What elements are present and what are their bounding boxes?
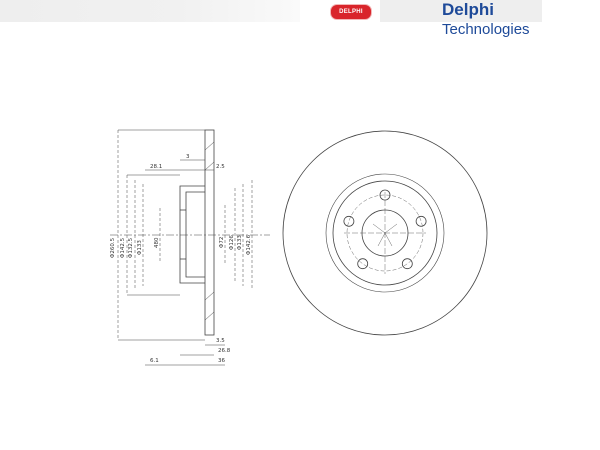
dim-dia-9: Φ142.6	[246, 234, 252, 255]
dim-dia-8: Φ133	[237, 235, 243, 250]
friction-ring-inner	[325, 173, 445, 293]
dim-bottom-2: 26.8	[218, 348, 231, 354]
dim-bottom-3: 6.1	[150, 358, 159, 364]
disc-side-view	[110, 129, 270, 366]
bolt-circle	[346, 194, 424, 272]
plate-hatching	[204, 141, 215, 321]
bolt-hole	[343, 215, 355, 227]
side-view-dimensions: 28.1 3 2.5 Φ260.5 Φ142.5 Φ132.5 Φ133 480…	[110, 154, 252, 364]
hub-hat-edge	[332, 180, 438, 286]
dim-bottom-4: 36	[218, 358, 225, 364]
dim-dia-2: Φ142.5	[120, 237, 126, 258]
hub-hat-outline	[179, 185, 205, 284]
brand-badge-text: DELPHI	[339, 9, 363, 15]
center-ticks	[372, 223, 398, 247]
banner-stripe-right	[380, 0, 542, 22]
leader-lines	[118, 129, 225, 366]
brand-badge: DELPHI	[330, 4, 372, 20]
dim-dia-3: Φ132.5	[128, 237, 134, 258]
dim-dia-5: 480	[154, 237, 160, 248]
disc-outer-edge	[282, 130, 488, 336]
bolt-hole	[401, 258, 413, 270]
dim-dia-4: Φ133	[137, 240, 143, 255]
brand-subtitle: Technologies	[442, 21, 530, 38]
bolt-holes	[343, 189, 427, 270]
header-banner: DELPHI Delphi Technologies	[0, 0, 600, 40]
dimension-lines-left	[117, 130, 161, 340]
dim-dia-7: Φ126	[229, 235, 235, 250]
dim-dia-6: Φ72	[219, 237, 225, 248]
banner-stripe-left	[0, 0, 300, 22]
disc-front-view	[282, 130, 488, 336]
dim-top-1: 28.1	[150, 164, 162, 170]
dimension-lines-right	[224, 180, 253, 290]
dim-top-2: 3	[186, 154, 190, 160]
delphi-logo: Delphi Technologies	[442, 0, 530, 38]
brand-name: Delphi	[442, 0, 494, 19]
dim-top-3: 2.5	[216, 164, 225, 170]
bolt-hole	[415, 215, 427, 227]
dim-bottom-1: 3.5	[216, 338, 225, 344]
hub-hat-inner	[185, 191, 205, 278]
bolt-hole	[357, 258, 369, 270]
dim-dia-outer: Φ260.5	[110, 237, 116, 258]
disc-plate-section	[204, 129, 215, 336]
